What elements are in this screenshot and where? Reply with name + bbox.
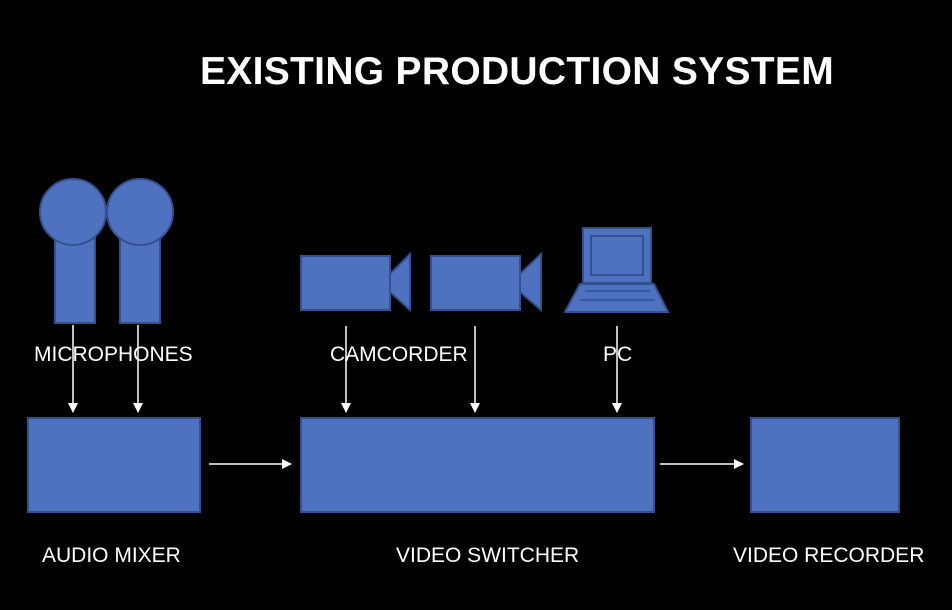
laptop-icon — [563, 227, 670, 313]
microphone-icon — [106, 178, 174, 324]
video-recorder-box — [750, 417, 900, 513]
camcorder-label: CAMCORDER — [330, 343, 468, 366]
microphone-icon — [39, 178, 107, 324]
diagram-title: EXISTING PRODUCTION SYSTEM — [199, 50, 835, 93]
camcorder-icon — [300, 251, 411, 313]
video-switcher-box — [300, 417, 655, 513]
camcorder-icon — [430, 251, 542, 313]
video-switcher-label: VIDEO SWITCHER — [396, 544, 580, 567]
audio-mixer-label: AUDIO MIXER — [42, 544, 181, 567]
video-recorder-label: VIDEO RECORDER — [733, 544, 925, 567]
pc-label: PC — [603, 343, 633, 366]
audio-mixer-box — [27, 417, 201, 513]
microphones-label: MICROPHONES — [34, 343, 193, 366]
